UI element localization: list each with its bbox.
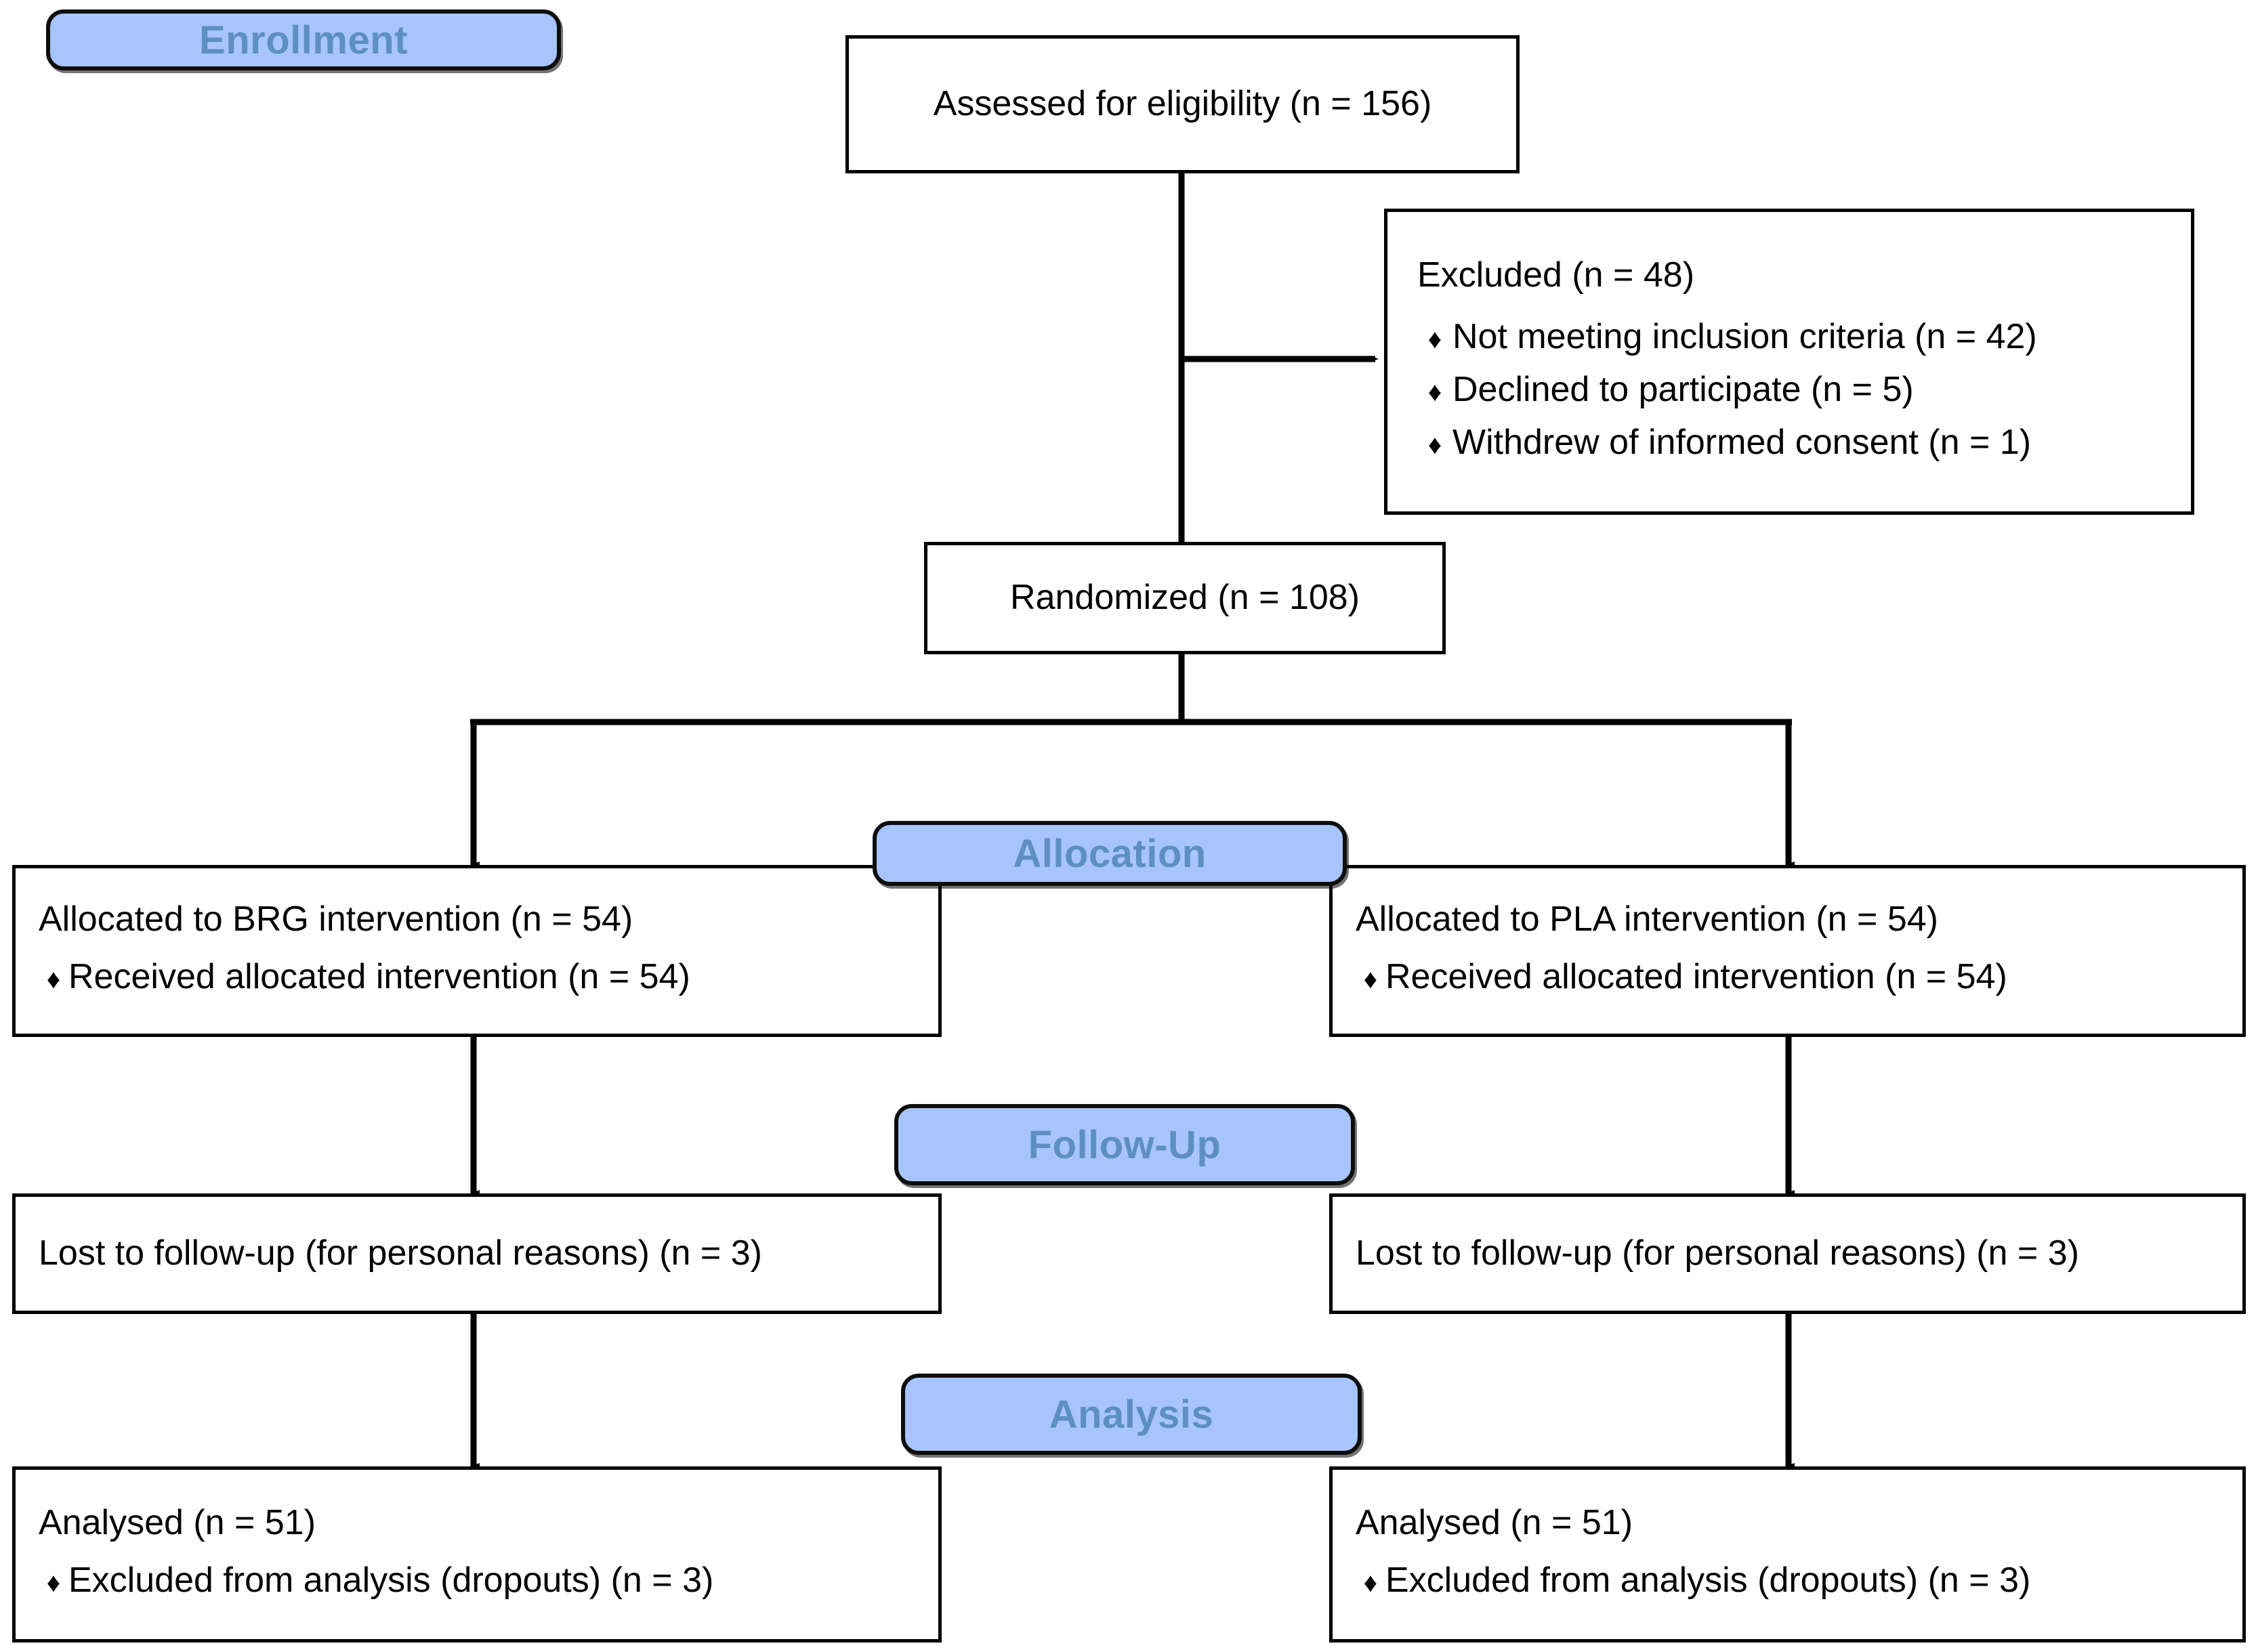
- node-randomized-text: Randomized (n = 108): [1010, 578, 1360, 618]
- list-item-label: Received allocated intervention (n = 54): [1385, 956, 2007, 996]
- stage-badge-analysis: Analysis: [901, 1374, 1362, 1455]
- list-item: ♦ Received allocated intervention (n = 5…: [39, 950, 938, 1003]
- diamond-bullet-icon: ♦: [46, 964, 61, 994]
- list-item: ♦ Excluded from analysis (dropouts) (n =…: [39, 1554, 938, 1607]
- diamond-bullet-icon: ♦: [1427, 324, 1442, 354]
- list-item-label: Excluded from analysis (dropouts) (n = 3…: [68, 1560, 714, 1600]
- node-analysed-brg-list: ♦ Excluded from analysis (dropouts) (n =…: [16, 1554, 938, 1607]
- stage-badge-followup: Follow-Up: [894, 1104, 1355, 1185]
- node-lost-followup-brg: Lost to follow-up (for personal reasons)…: [12, 1193, 942, 1314]
- node-allocated-brg: Allocated to BRG intervention (n = 54) ♦…: [12, 865, 942, 1037]
- stage-badge-enrollment-label: Enrollment: [199, 18, 408, 62]
- node-excluded-reason-list: ♦ Not meeting inclusion criteria (n = 42…: [1387, 310, 2191, 469]
- list-item-label: Received allocated intervention (n = 54): [68, 956, 690, 996]
- node-excluded-heading: Excluded (n = 48): [1417, 255, 1695, 295]
- node-lost-followup-pla-heading: Lost to follow-up (for personal reasons)…: [1356, 1233, 2079, 1273]
- diamond-bullet-icon: ♦: [46, 1567, 61, 1598]
- list-item-label: Not meeting inclusion criteria (n = 42): [1452, 316, 2037, 356]
- node-allocated-pla-heading: Allocated to PLA intervention (n = 54): [1356, 899, 1938, 939]
- list-item: ♦ Not meeting inclusion criteria (n = 42…: [1417, 310, 2191, 363]
- node-allocated-brg-heading: Allocated to BRG intervention (n = 54): [39, 899, 633, 939]
- stage-badge-allocation: Allocation: [873, 821, 1347, 886]
- stage-badge-analysis-label: Analysis: [1049, 1392, 1214, 1437]
- list-item-label: Declined to participate (n = 5): [1452, 369, 1914, 409]
- node-excluded: Excluded (n = 48) ♦ Not meeting inclusio…: [1384, 209, 2194, 515]
- stage-badge-allocation-label: Allocation: [1013, 831, 1207, 876]
- diamond-bullet-icon: ♦: [1427, 377, 1442, 407]
- list-item: ♦ Excluded from analysis (dropouts) (n =…: [1356, 1554, 2242, 1607]
- diamond-bullet-icon: ♦: [1427, 429, 1442, 460]
- node-assessed-text: Assessed for eligibility (n = 156): [933, 84, 1432, 124]
- stage-badge-followup-label: Follow-Up: [1028, 1122, 1221, 1167]
- diamond-bullet-icon: ♦: [1363, 1567, 1378, 1598]
- list-item: ♦ Declined to participate (n = 5): [1417, 363, 2191, 416]
- node-analysed-brg: Analysed (n = 51) ♦ Excluded from analys…: [12, 1466, 942, 1643]
- node-allocated-pla-list: ♦ Received allocated intervention (n = 5…: [1333, 950, 2242, 1003]
- node-lost-followup-brg-heading: Lost to follow-up (for personal reasons)…: [39, 1233, 762, 1273]
- diamond-bullet-icon: ♦: [1363, 964, 1378, 994]
- list-item-label: Withdrew of informed consent (n = 1): [1452, 422, 2032, 462]
- list-item: ♦ Received allocated intervention (n = 5…: [1356, 950, 2242, 1003]
- node-assessed-for-eligibility: Assessed for eligibility (n = 156): [845, 35, 1520, 173]
- node-allocated-pla: Allocated to PLA intervention (n = 54) ♦…: [1329, 865, 2246, 1037]
- node-allocated-brg-list: ♦ Received allocated intervention (n = 5…: [16, 950, 938, 1003]
- stage-badge-enrollment: Enrollment: [46, 9, 561, 70]
- node-lost-followup-pla: Lost to follow-up (for personal reasons)…: [1329, 1193, 2246, 1314]
- node-analysed-pla: Analysed (n = 51) ♦ Excluded from analys…: [1329, 1466, 2246, 1643]
- node-randomized: Randomized (n = 108): [924, 542, 1446, 654]
- list-item-label: Excluded from analysis (dropouts) (n = 3…: [1385, 1560, 2031, 1600]
- node-analysed-brg-heading: Analysed (n = 51): [39, 1503, 316, 1543]
- node-analysed-pla-list: ♦ Excluded from analysis (dropouts) (n =…: [1333, 1554, 2242, 1607]
- node-analysed-pla-heading: Analysed (n = 51): [1356, 1503, 1633, 1543]
- list-item: ♦ Withdrew of informed consent (n = 1): [1417, 416, 2191, 469]
